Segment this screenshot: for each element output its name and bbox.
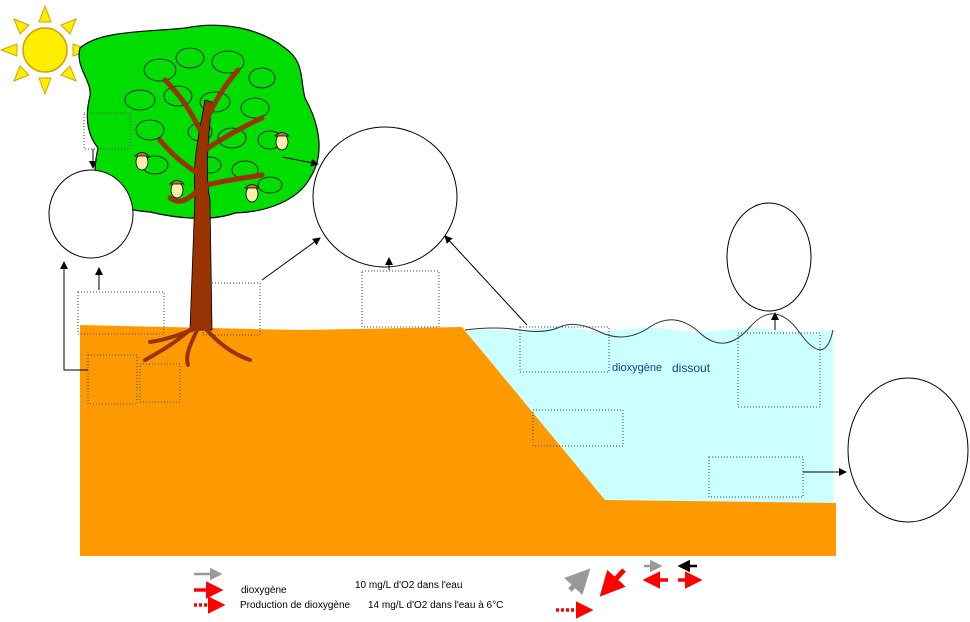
water-body [465,326,833,503]
flow-arrows [60,149,847,476]
label-box [519,326,610,373]
legend-oxygen-label: dioxygène [241,585,287,596]
label-box [708,456,804,498]
oak-tree-icon [78,24,320,367]
legend-production-label: Production de dioxygène [240,600,351,611]
arrow [444,235,528,326]
legend-gray-diagonal-arrow [564,568,591,596]
label-box [532,409,624,447]
label-box [83,112,131,150]
answer-circle-upper-right [726,202,812,312]
answer-circle-center [312,126,458,268]
label-box [202,282,261,336]
legend-arrows [194,559,703,619]
sun-icon [0,4,91,96]
label-box [361,270,440,328]
answer-circle-left [48,169,134,259]
legend-concentration-2: 14 mg/L d'O2 dans l'eau à 6°C [368,600,504,611]
answer-circle-far-right [847,377,969,523]
arrow [60,261,88,371]
label-boxes [77,112,821,498]
soil-ground [80,325,836,556]
label-box [77,291,165,335]
legend-concentration-1: 10 mg/L d'O2 dans l'eau [355,580,463,591]
arrow [261,237,321,281]
label-box [87,354,138,405]
arrow [281,156,319,167]
water-surface [464,313,834,351]
dissolved-oxygen-label: dioxygène [612,362,663,374]
acorn-icon [134,132,290,203]
legend-red-diagonal-arrow [599,568,626,597]
dissolved-label: dissout [672,361,711,375]
